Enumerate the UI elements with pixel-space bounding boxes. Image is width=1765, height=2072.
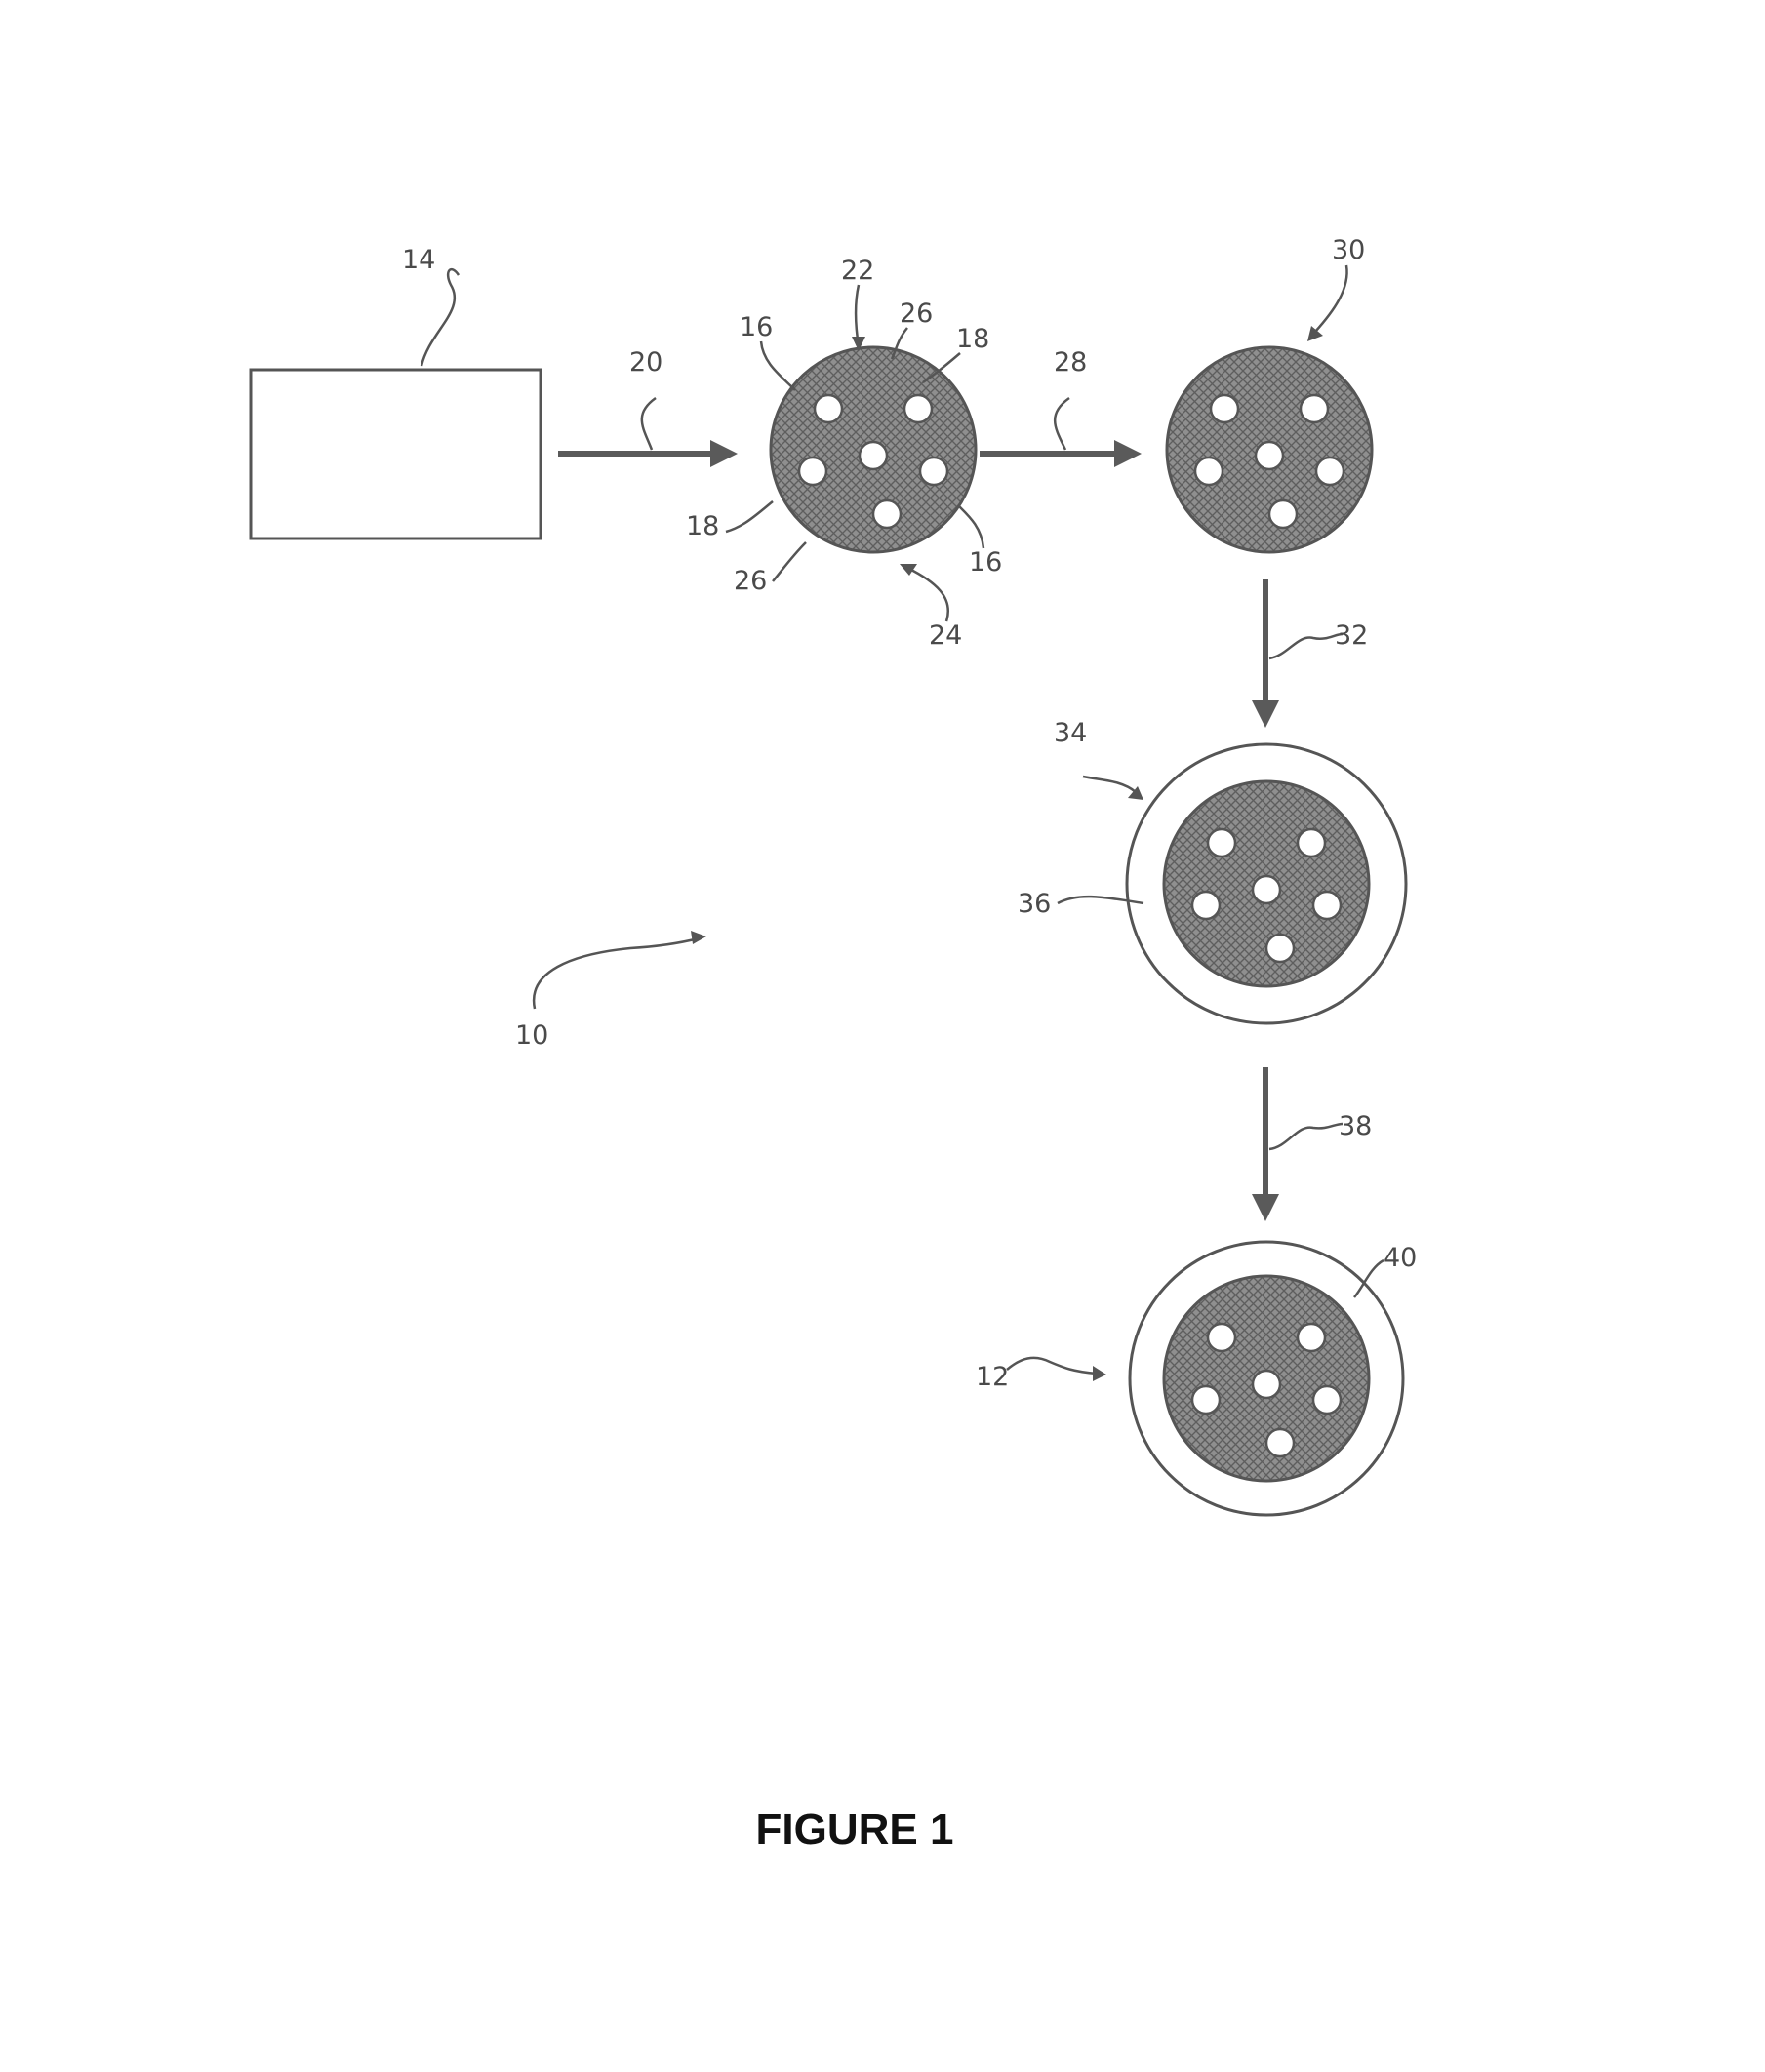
- label-16-top: 16: [740, 312, 773, 342]
- label-24: 24: [929, 620, 962, 651]
- particle-34-core: [1162, 779, 1371, 988]
- leader-30-arrowhead: [1307, 326, 1323, 341]
- leader-34-arrowhead: [1128, 786, 1143, 800]
- leader-10-arrowhead: [691, 931, 706, 944]
- leader-12: [1006, 1356, 1098, 1375]
- label-20: 20: [629, 347, 662, 378]
- leader-26-bottom: [772, 541, 807, 582]
- label-34: 34: [1054, 718, 1087, 748]
- label-22: 22: [841, 256, 874, 286]
- particle-12-core: [1162, 1274, 1371, 1483]
- label-18-bottom: 18: [686, 511, 719, 541]
- leader-10: [532, 936, 700, 1010]
- leader-32: [1268, 632, 1344, 660]
- leader-12-arrowhead: [1093, 1366, 1106, 1381]
- source-box: [249, 368, 542, 540]
- leader-24-arrowhead: [900, 564, 917, 576]
- leader-20: [640, 396, 657, 451]
- label-36: 36: [1018, 889, 1051, 919]
- label-32: 32: [1335, 620, 1368, 651]
- leader-36: [1057, 895, 1144, 905]
- label-12: 12: [976, 1362, 1009, 1392]
- label-16-bottom: 16: [969, 547, 1002, 578]
- figure-caption: FIGURE 1: [756, 1806, 954, 1853]
- label-26-bottom: 26: [734, 566, 767, 596]
- leader-16-bottom: [957, 504, 985, 549]
- leader-18-bottom: [725, 500, 774, 534]
- label-28: 28: [1054, 347, 1087, 378]
- leader-24: [906, 566, 949, 622]
- label-40: 40: [1384, 1243, 1417, 1273]
- leader-18-top: [922, 352, 961, 384]
- leader-38: [1268, 1122, 1344, 1151]
- leader-14: [420, 267, 461, 367]
- label-18-top: 18: [956, 324, 989, 354]
- leader-40: [1353, 1258, 1384, 1298]
- leader-34: [1082, 775, 1137, 793]
- arrow-38-head: [1252, 1194, 1279, 1221]
- label-14: 14: [402, 245, 435, 275]
- label-30: 30: [1332, 235, 1365, 265]
- arrow-32-head: [1252, 700, 1279, 728]
- label-38: 38: [1339, 1111, 1372, 1141]
- label-10: 10: [515, 1020, 548, 1051]
- particle-22: [769, 345, 978, 554]
- leader-22-arrowhead: [852, 337, 865, 351]
- arrow-20-head: [710, 440, 738, 467]
- label-26-top: 26: [900, 299, 933, 329]
- leader-30: [1314, 264, 1348, 333]
- particle-30: [1165, 345, 1374, 554]
- leader-26-top: [890, 327, 908, 360]
- arrow-28-head: [1114, 440, 1142, 467]
- leader-28: [1053, 396, 1070, 451]
- leader-16-top: [759, 340, 796, 391]
